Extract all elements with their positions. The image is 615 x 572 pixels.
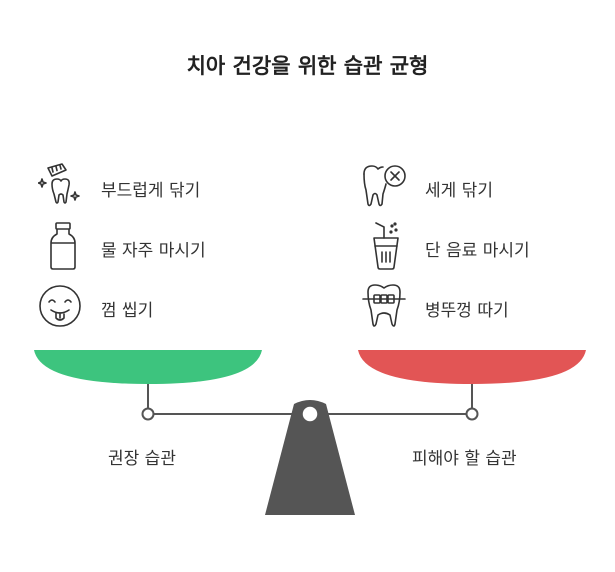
left-pivot	[141, 407, 155, 421]
left-caption: 권장 습관	[108, 449, 176, 469]
gentle-toothbrush-icon	[38, 163, 80, 204]
right-item-label: 세게 닦기	[425, 181, 493, 201]
fulcrum-pivot	[301, 405, 319, 423]
right-pan	[358, 350, 586, 384]
left-item-label: 껌 씹기	[101, 301, 154, 321]
right-pivot	[465, 407, 479, 421]
chewing-gum-face-icon	[39, 285, 81, 327]
diagram-title: 치아 건강을 위한 습관 균형	[186, 54, 429, 78]
sugary-drink-icon	[373, 222, 399, 270]
right-item-label: 단 음료 마시기	[425, 241, 530, 261]
left-item-label: 물 자주 마시기	[101, 241, 206, 261]
damaged-tooth-icon	[363, 165, 406, 207]
right-caption: 피해야 할 습관	[412, 449, 517, 469]
tooth-braces-icon	[362, 284, 406, 327]
left-pan	[34, 350, 262, 384]
water-bottle-icon	[50, 222, 76, 270]
right-item-label: 병뚜껑 따기	[425, 301, 509, 321]
fulcrum	[265, 400, 355, 515]
left-item-label: 부드럽게 닦기	[101, 181, 201, 201]
